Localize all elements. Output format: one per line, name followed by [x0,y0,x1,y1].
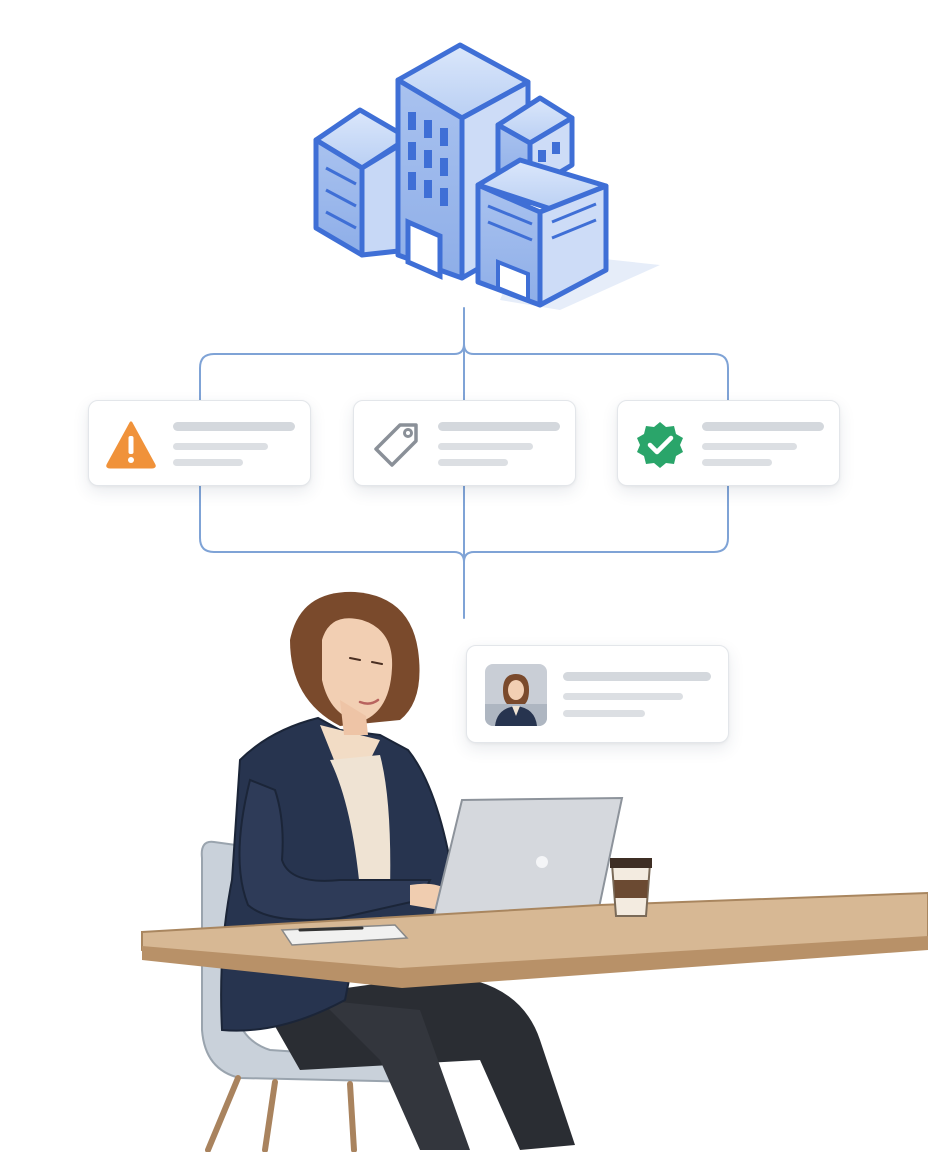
price-tag-icon [370,419,422,471]
card-text-placeholder [563,672,711,681]
user-profile-card[interactable] [466,645,729,743]
card-text-placeholder [702,443,797,450]
card-text-placeholder [438,422,560,431]
connector-lines [199,307,729,619]
card-text-placeholder [563,693,683,700]
office-building-icon [313,42,660,310]
alert-card[interactable] [88,400,311,486]
card-text-placeholder [438,443,533,450]
card-text-placeholder [438,459,508,466]
card-text-placeholder [702,459,772,466]
card-text-placeholder [702,422,824,431]
person-at-desk-illustration [141,591,928,1152]
verified-card[interactable] [617,400,840,486]
card-text-placeholder [173,459,243,466]
verified-badge-icon [634,419,686,471]
card-text-placeholder [563,710,645,717]
tag-card[interactable] [353,400,576,486]
card-text-placeholder [173,443,268,450]
card-text-placeholder [173,422,295,431]
user-avatar-icon [485,664,547,726]
warning-triangle-icon [105,419,157,471]
